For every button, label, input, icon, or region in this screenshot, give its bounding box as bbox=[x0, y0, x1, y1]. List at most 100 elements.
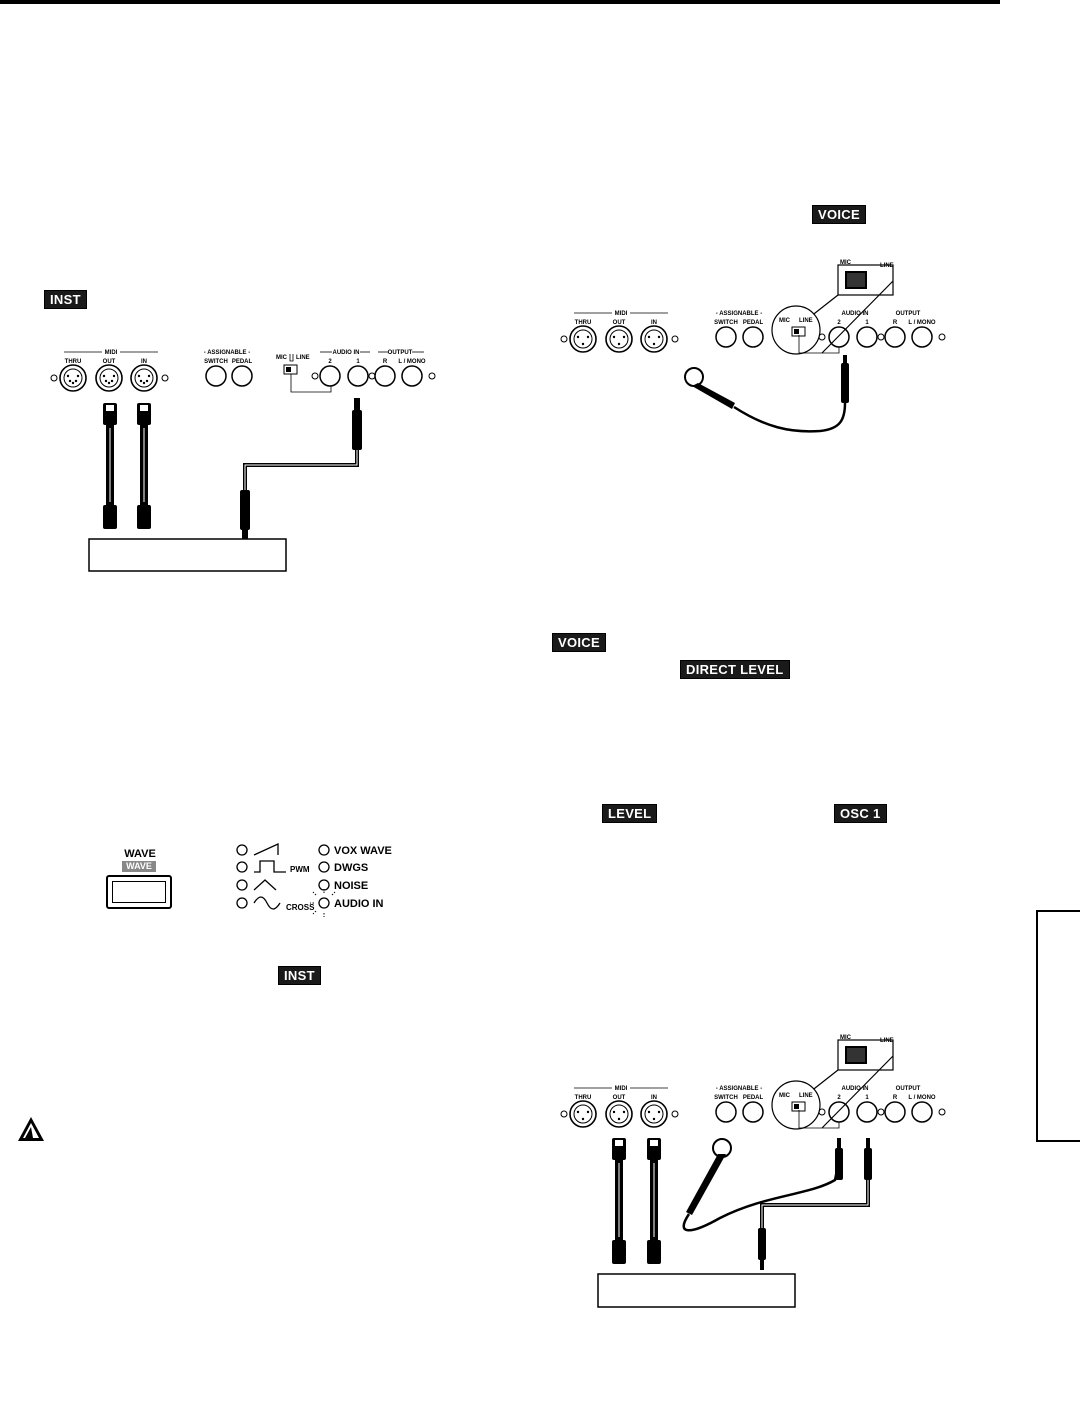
in-label: IN bbox=[651, 320, 657, 326]
out-label: OUT bbox=[613, 1095, 626, 1101]
voice-badge-mid: VOICE bbox=[552, 633, 606, 652]
wave-button[interactable] bbox=[106, 875, 172, 909]
audio-in-label: AUDIO IN bbox=[842, 1086, 869, 1092]
saw-wave-icon bbox=[253, 842, 279, 856]
mic-label: MIC bbox=[779, 1093, 791, 1099]
chapter-side-tab bbox=[1036, 910, 1080, 1142]
output-r-label: R bbox=[893, 320, 898, 326]
midi-in-jack bbox=[130, 364, 158, 392]
audio-in-label: AUDIO IN bbox=[842, 311, 869, 317]
pedal-label: PEDAL bbox=[743, 1095, 764, 1101]
out-label: OUT bbox=[103, 359, 116, 365]
output-label: OUTPUT bbox=[896, 1086, 921, 1092]
inst-connection-diagram: MIDI THRU OUT IN - ASSIGNABLE - SWITCH P… bbox=[50, 350, 436, 572]
switch-label: SWITCH bbox=[714, 320, 738, 326]
thru-label: THRU bbox=[575, 320, 592, 326]
noise-label: NOISE bbox=[334, 880, 368, 892]
thru-label: THRU bbox=[575, 1095, 592, 1101]
caution-icon bbox=[18, 1117, 44, 1141]
output-r-jack bbox=[374, 365, 396, 387]
midi-cable-in bbox=[137, 403, 151, 529]
saw-led bbox=[236, 844, 248, 856]
output-label: OUTPUT bbox=[388, 350, 413, 356]
line-label: LINE bbox=[799, 318, 813, 324]
output-l-label: L / MONO bbox=[398, 359, 426, 365]
microphone-icon bbox=[684, 367, 847, 433]
midi-thru-jack bbox=[569, 325, 597, 353]
line-cable bbox=[758, 1138, 872, 1270]
inst-badge-top: INST bbox=[44, 290, 87, 309]
audio-in-1-label: 1 bbox=[356, 359, 360, 365]
in-label: IN bbox=[141, 359, 147, 365]
midi-out-jack bbox=[95, 364, 123, 392]
mic-plug bbox=[841, 363, 849, 403]
in-label: IN bbox=[651, 1095, 657, 1101]
midi-thru-jack bbox=[569, 1100, 597, 1128]
pedal-jack bbox=[231, 365, 253, 387]
triangle-wave-icon bbox=[253, 879, 277, 891]
square-led bbox=[236, 861, 248, 873]
midi-label: MIDI bbox=[105, 350, 118, 356]
out-label: OUT bbox=[613, 320, 626, 326]
pedal-label: PEDAL bbox=[743, 320, 764, 326]
mic-plug bbox=[835, 1148, 843, 1180]
switch-label: SWITCH bbox=[204, 359, 228, 365]
wave-button-title: WAVE bbox=[124, 848, 156, 860]
audio-cable bbox=[240, 398, 362, 540]
audio-in-2-label: 2 bbox=[837, 320, 841, 326]
midi-label: MIDI bbox=[615, 311, 628, 317]
audio-in-1-jack bbox=[347, 365, 369, 387]
square-wave-icon bbox=[254, 860, 286, 873]
pwm-label: PWM bbox=[290, 865, 310, 874]
thru-label: THRU bbox=[65, 359, 82, 365]
microphone-icon bbox=[682, 1138, 841, 1232]
assignable-label: - ASSIGNABLE - bbox=[204, 350, 250, 356]
output-l-label: L / MONO bbox=[908, 1095, 936, 1101]
osc1-badge: OSC 1 bbox=[834, 804, 887, 823]
midi-cable-out bbox=[103, 403, 117, 529]
dwgs-label: DWGS bbox=[334, 862, 368, 874]
audio-in-wave-label: AUDIO IN bbox=[334, 898, 384, 910]
midi-label: MIDI bbox=[615, 1086, 628, 1092]
assignable-label: - ASSIGNABLE - bbox=[716, 1086, 762, 1092]
combined-connection-diagram: MIC LINE MIDI THRU OUT IN - ASSIGNABLE -… bbox=[560, 1035, 946, 1308]
output-label: OUTPUT bbox=[896, 311, 921, 317]
zoom-mic-label: MIC bbox=[840, 260, 852, 266]
zoom-line-label: LINE bbox=[880, 1038, 894, 1044]
dwgs-led bbox=[318, 861, 330, 873]
audio-in-2-jack bbox=[319, 365, 341, 387]
vox-wave-led bbox=[318, 844, 330, 856]
midi-cable-out bbox=[612, 1138, 626, 1264]
sine-led bbox=[236, 897, 248, 909]
wave-selector-panel: WAVE WAVE bbox=[100, 845, 400, 915]
audio-in-2-label: 2 bbox=[837, 1095, 841, 1101]
midi-cable-in bbox=[647, 1138, 661, 1264]
level-badge: LEVEL bbox=[602, 804, 658, 823]
zoom-line-label: LINE bbox=[880, 263, 894, 269]
assignable-label: - ASSIGNABLE - bbox=[716, 311, 762, 317]
midi-in-jack bbox=[640, 325, 668, 353]
audio-in-1-label: 1 bbox=[865, 1095, 869, 1101]
vox-wave-label: VOX WAVE bbox=[334, 845, 392, 857]
pedal-label: PEDAL bbox=[232, 359, 253, 365]
cross-label: CROSS bbox=[286, 903, 315, 912]
inst-badge-mid: INST bbox=[278, 966, 321, 985]
midi-in-jack bbox=[640, 1100, 668, 1128]
wave-led-list: PWM CROSS VOX WAVE DWGS NOISE AUDIO IN bbox=[236, 842, 392, 917]
audio-in-1-label: 1 bbox=[865, 320, 869, 326]
external-device-box bbox=[597, 1273, 796, 1308]
output-l-label: L / MONO bbox=[908, 320, 936, 326]
direct-level-badge: DIRECT LEVEL bbox=[680, 660, 790, 679]
mic-label: MIC bbox=[779, 318, 791, 324]
sine-wave-icon bbox=[253, 896, 281, 910]
external-instrument-box bbox=[88, 538, 287, 572]
voice-badge-top: VOICE bbox=[812, 205, 866, 224]
mic-label: MIC bbox=[276, 355, 288, 361]
midi-thru-jack bbox=[59, 364, 87, 392]
audio-in-led-lit bbox=[310, 889, 336, 917]
audio-in-2-label: 2 bbox=[328, 359, 332, 365]
voice-connection-diagram: MIC LINE MIDI THRU OUT IN - ASSIGNABLE -… bbox=[560, 260, 946, 433]
switch-label: SWITCH bbox=[714, 1095, 738, 1101]
noise-led bbox=[318, 879, 330, 891]
audio-in-label: AUDIO IN bbox=[333, 350, 360, 356]
